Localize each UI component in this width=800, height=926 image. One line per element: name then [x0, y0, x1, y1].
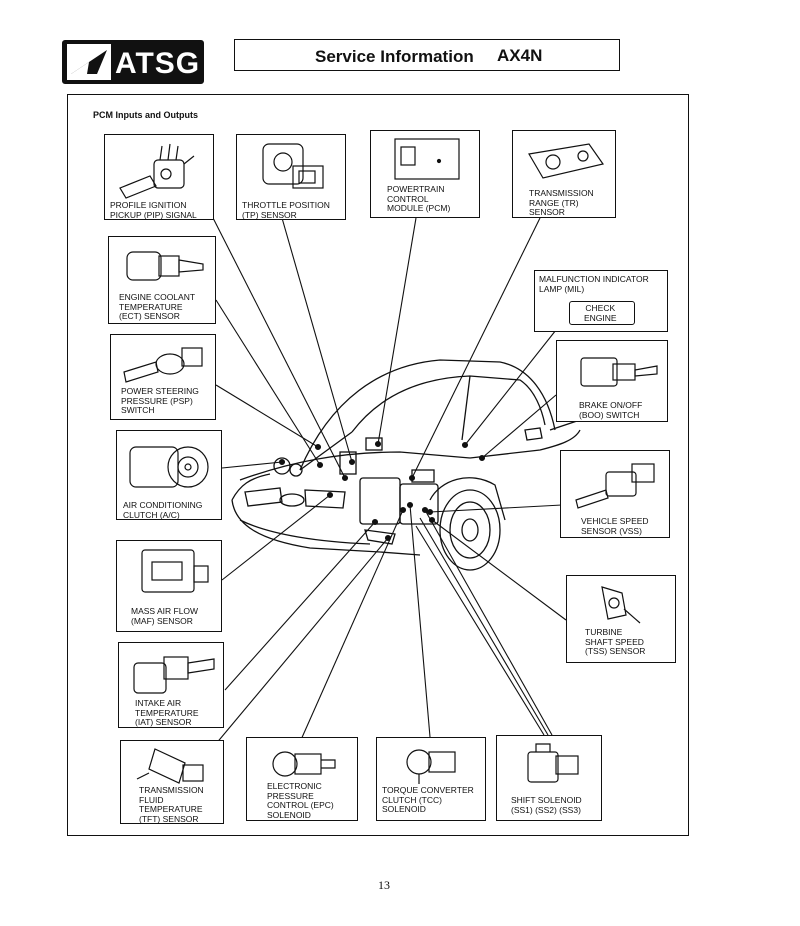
tcc-solenoid-icon [406, 749, 456, 784]
intake-air-temp-sensor-icon [133, 656, 215, 694]
brake-switch-icon [580, 357, 658, 387]
psp-component-box: POWER STEERING PRESSURE (PSP) SWITCH [110, 334, 216, 420]
mil-label: MALFUNCTION INDICATOR LAMP (MIL) [539, 274, 649, 294]
pressure-switch-icon [123, 347, 203, 383]
epc-solenoid-icon [272, 751, 336, 777]
ignition-pickup-icon [119, 143, 195, 199]
logo-emblem-icon [67, 44, 111, 80]
ect-component-box: ENGINE COOLANT TEMPERATURE (ECT) SENSOR [108, 236, 216, 324]
boo-label: BRAKE ON/OFF (BOO) SWITCH [579, 400, 643, 420]
pip-component-box: PROFILE IGNITION PICKUP (PIP) SIGNAL [104, 134, 214, 220]
header-banner: Service Information AX4N [234, 39, 620, 71]
vss-component-box: VEHICLE SPEED SENSOR (VSS) [560, 450, 670, 538]
epc-component-box: ELECTRONIC PRESSURE CONTROL (EPC) SOLENO… [246, 737, 358, 821]
iat-component-box: INTAKE AIR TEMPERATURE (IAT) SENSOR [118, 642, 224, 728]
tss-component-box: TURBINE SHAFT SPEED (TSS) SENSOR [566, 575, 676, 663]
check-engine-lamp: CHECK ENGINE [569, 301, 635, 325]
pip-label: PROFILE IGNITION PICKUP (PIP) SIGNAL [110, 200, 197, 220]
tft-component-box: TRANSMISSION FLUID TEMPERATURE (TFT) SEN… [120, 740, 224, 824]
logo-text: ATSG [115, 47, 201, 80]
coolant-sensor-icon [126, 251, 204, 281]
page-number: 13 [378, 878, 390, 892]
ss-component-box: SHIFT SOLENOID (SS1) (SS2) (SS3) [496, 735, 602, 821]
shift-solenoid-icon [527, 743, 579, 783]
ect-label: ENGINE COOLANT TEMPERATURE (ECT) SENSOR [119, 292, 196, 321]
diagram-frame [67, 94, 689, 836]
epc-label: ELECTRONIC PRESSURE CONTROL (EPC) SOLENO… [267, 781, 334, 820]
pcm-label: POWERTRAIN CONTROL MODULE (PCM) [387, 184, 451, 213]
turbine-speed-sensor-icon [601, 586, 641, 624]
tss-label: TURBINE SHAFT SPEED (TSS) SENSOR [585, 627, 646, 656]
vss-label: VEHICLE SPEED SENSOR (VSS) [581, 516, 649, 536]
atsg-logo: ATSG [62, 40, 204, 84]
pcm-component-box: POWERTRAIN CONTROL MODULE (PCM) [370, 130, 480, 218]
ac-component-box: AIR CONDITIONING CLUTCH (A/C) [116, 430, 222, 520]
pcm-module-icon [394, 138, 460, 180]
transmission-range-sensor-icon [528, 143, 605, 179]
ss-label: SHIFT SOLENOID (SS1) (SS2) (SS3) [511, 795, 582, 815]
header-model: AX4N [497, 46, 543, 65]
ac-label: AIR CONDITIONING CLUTCH (A/C) [123, 500, 203, 520]
header-title: Service Information [315, 47, 474, 66]
boo-component-box: BRAKE ON/OFF (BOO) SWITCH [556, 340, 668, 422]
fluid-temp-sensor-icon [136, 748, 204, 784]
tp-component-box: THROTTLE POSITION (TP) SENSOR [236, 134, 346, 220]
ac-clutch-icon [129, 446, 209, 488]
mil-component-box: MALFUNCTION INDICATOR LAMP (MIL) CHECK E… [534, 270, 668, 332]
maf-component-box: MASS AIR FLOW (MAF) SENSOR [116, 540, 222, 632]
psp-label: POWER STEERING PRESSURE (PSP) SWITCH [121, 386, 199, 415]
diagram-subtitle: PCM Inputs and Outputs [93, 110, 198, 120]
iat-label: INTAKE AIR TEMPERATURE (IAT) SENSOR [135, 698, 199, 727]
speed-sensor-icon [575, 463, 655, 509]
check-engine-text: CHECK ENGINE [584, 303, 617, 323]
tp-label: THROTTLE POSITION (TP) SENSOR [242, 200, 330, 220]
maf-label: MASS AIR FLOW (MAF) SENSOR [131, 606, 199, 626]
throttle-position-sensor-icon [262, 143, 324, 189]
tr-component-box: TRANSMISSION RANGE (TR) SENSOR [512, 130, 616, 218]
tft-label: TRANSMISSION FLUID TEMPERATURE (TFT) SEN… [139, 785, 204, 824]
tr-label: TRANSMISSION RANGE (TR) SENSOR [529, 188, 594, 217]
tcc-component-box: TORQUE CONVERTER CLUTCH (TCC) SOLENOID [376, 737, 486, 821]
mass-air-flow-sensor-icon [141, 549, 209, 593]
tcc-label: TORQUE CONVERTER CLUTCH (TCC) SOLENOID [382, 785, 474, 814]
